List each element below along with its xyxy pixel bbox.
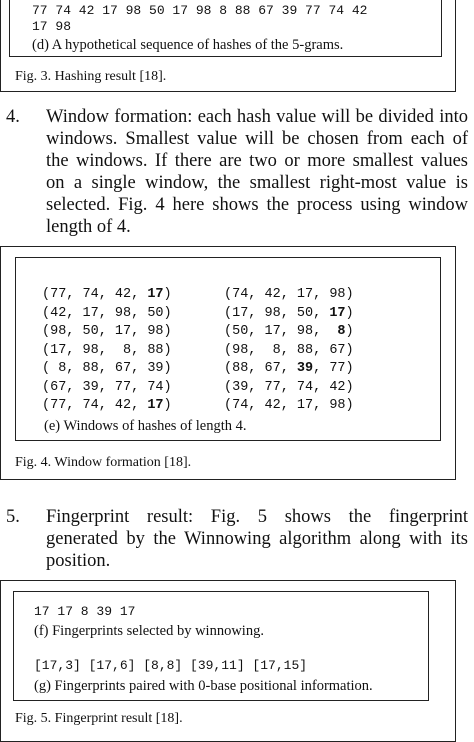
window-tuple-text: ( 8, 88, 67, 39) bbox=[42, 361, 172, 376]
window-tuple: (98, 8, 88, 67) bbox=[224, 342, 406, 361]
window-row: (77, 74, 42, 17)(74, 42, 17, 98) bbox=[42, 397, 406, 416]
paragraph-line: Fingerprint result: Fig. 5 shows the fin… bbox=[46, 507, 468, 527]
window-tuple-text: (17, 98, 8, 88) bbox=[42, 342, 172, 358]
figure-5-subcaption-f: (f) Fingerprints selected by winnowing. bbox=[34, 623, 264, 639]
window-tuple: (98, 50, 17, 98) bbox=[42, 323, 224, 342]
paragraph-line: selected. Fig. 4 here shows the process … bbox=[46, 195, 468, 215]
figure-3-subcaption: (d) A hypothetical sequence of hashes of… bbox=[32, 37, 344, 53]
window-tuple: (77, 74, 42, 17) bbox=[42, 286, 224, 305]
paragraph-line: generated by the Winnowing algorithm alo… bbox=[46, 529, 468, 549]
list-item-5-number: 5. bbox=[6, 507, 20, 527]
window-tuple: (77, 74, 42, 17) bbox=[42, 397, 224, 416]
figure-3: 77 74 42 17 98 50 17 98 8 88 67 39 77 74… bbox=[0, 0, 456, 92]
window-tuple: (50, 17, 98, 8) bbox=[224, 323, 406, 342]
figure-5: 17 17 8 39 17 (f) Fingerprints selected … bbox=[0, 580, 456, 742]
window-tuple: (17, 98, 50, 17) bbox=[224, 305, 406, 324]
window-tuple-text: (50, 17, 98, bbox=[224, 324, 338, 339]
window-tuple-text: (17, 98, 50, bbox=[224, 305, 330, 321]
paragraph-line: the windows. If there are two or more sm… bbox=[46, 151, 468, 171]
window-row: (77, 74, 42, 17)(74, 42, 17, 98) bbox=[42, 286, 406, 305]
window-row: (67, 39, 77, 74) (39, 77, 74, 42) bbox=[42, 379, 406, 398]
figure-4-panel: (77, 74, 42, 17)(74, 42, 17, 98)(42, 17,… bbox=[15, 257, 441, 441]
hash-sequence-line-1: 77 74 42 17 98 50 17 98 8 88 67 39 77 74… bbox=[32, 3, 368, 18]
fingerprints-list: 17 17 8 39 17 bbox=[34, 604, 136, 619]
window-tuple: (67, 39, 77, 74) bbox=[42, 379, 224, 398]
window-tuple-text: (98, 50, 17, 98) bbox=[42, 324, 172, 339]
window-tuple-text: (77, 74, 42, bbox=[42, 287, 148, 302]
figure-5-caption: Fig. 5. Fingerprint result [18]. bbox=[15, 711, 183, 726]
list-item-4: 4. Window formation: each hash value wil… bbox=[6, 106, 468, 238]
list-item-5: 5. Fingerprint result: Fig. 5 shows the … bbox=[6, 506, 468, 572]
paragraph-line: Window formation: each hash value will b… bbox=[46, 107, 468, 127]
window-row: (17, 98, 8, 88) (98, 8, 88, 67) bbox=[42, 342, 406, 361]
window-row: ( 8, 88, 67, 39) (88, 67, 39, 77) bbox=[42, 360, 406, 379]
window-tuple-text: (74, 42, 17, 98) bbox=[224, 287, 354, 302]
figure-3-panel: 77 74 42 17 98 50 17 98 8 88 67 39 77 74… bbox=[9, 0, 442, 57]
selected-minimum-value: 39 bbox=[296, 361, 314, 376]
windows-grid: (77, 74, 42, 17)(74, 42, 17, 98)(42, 17,… bbox=[42, 286, 406, 416]
positional-fingerprints-list: [17,3] [17,6] [8,8] [39,11] [17,15] bbox=[34, 658, 308, 673]
selected-minimum-value: 8 bbox=[337, 324, 346, 339]
figure-3-caption: Fig. 3. Hashing result [18]. bbox=[15, 69, 167, 84]
window-row: (42, 17, 98, 50) (17, 98, 50, 17) bbox=[42, 305, 406, 324]
window-tuple: (17, 98, 8, 88) bbox=[42, 342, 224, 361]
window-tuple-text: (98, 8, 88, 67) bbox=[224, 342, 354, 358]
list-item-4-text: Window formation: each hash value will b… bbox=[46, 106, 468, 238]
figure-4-subcaption: (e) Windows of hashes of length 4. bbox=[44, 418, 247, 434]
paragraph-line: on a single window, the smallest right-m… bbox=[46, 173, 468, 193]
figure-5-panel: 17 17 8 39 17 (f) Fingerprints selected … bbox=[13, 591, 429, 701]
window-tuple-text: ) bbox=[345, 324, 354, 339]
window-tuple-text: (39, 77, 74, 42) bbox=[224, 379, 354, 395]
window-tuple-text: (77, 74, 42, bbox=[42, 398, 148, 413]
selected-minimum-value: 17 bbox=[147, 398, 164, 413]
window-tuple: (39, 77, 74, 42) bbox=[224, 379, 406, 398]
window-tuple: (74, 42, 17, 98) bbox=[224, 286, 406, 305]
list-item-5-text: Fingerprint result: Fig. 5 shows the fin… bbox=[46, 506, 468, 572]
figure-5-subcaption-g: (g) Fingerprints paired with 0-base posi… bbox=[34, 678, 373, 694]
window-tuple-text: ) bbox=[163, 398, 172, 413]
paragraph-line: position. bbox=[46, 551, 111, 571]
window-tuple-text: ) bbox=[163, 287, 172, 302]
window-tuple-text: (67, 39, 77, 74) bbox=[42, 379, 172, 395]
window-tuple-text: (74, 42, 17, 98) bbox=[224, 398, 354, 413]
selected-minimum-value: 17 bbox=[147, 287, 164, 302]
window-tuple-text: ) bbox=[345, 305, 354, 321]
window-tuple: (42, 17, 98, 50) bbox=[42, 305, 224, 324]
hash-sequence-line-2: 17 98 bbox=[32, 19, 72, 34]
window-tuple: ( 8, 88, 67, 39) bbox=[42, 360, 224, 379]
window-tuple-text: (88, 67, bbox=[224, 361, 297, 376]
window-tuple: (74, 42, 17, 98) bbox=[224, 397, 406, 416]
window-tuple-text: (42, 17, 98, 50) bbox=[42, 305, 172, 321]
figure-4-caption: Fig. 4. Window formation [18]. bbox=[15, 455, 192, 470]
selected-minimum-value: 17 bbox=[329, 305, 346, 321]
window-tuple: (88, 67, 39, 77) bbox=[224, 360, 406, 379]
paragraph-line: windows. Smallest value will be chosen f… bbox=[46, 129, 468, 149]
window-tuple-text: , 77) bbox=[313, 361, 354, 376]
list-item-4-number: 4. bbox=[6, 107, 20, 127]
figure-4: (77, 74, 42, 17)(74, 42, 17, 98)(42, 17,… bbox=[0, 246, 456, 480]
window-row: (98, 50, 17, 98) (50, 17, 98, 8) bbox=[42, 323, 406, 342]
paragraph-line: length of 4. bbox=[46, 217, 131, 237]
